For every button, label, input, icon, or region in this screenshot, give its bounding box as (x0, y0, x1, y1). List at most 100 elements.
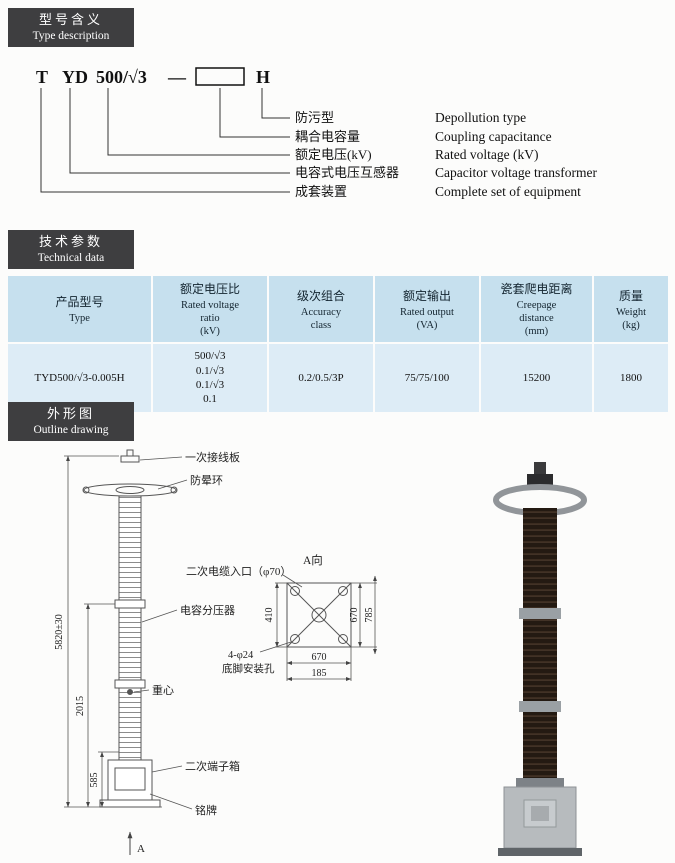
section-header-technical-data: 技术参数 Technical data (8, 230, 134, 270)
designation-labels-zh: 防污型 耦合电容量 额定电压(kV) 电容式电压互感器 成套装置 (295, 110, 399, 199)
product-photo (493, 462, 587, 856)
designation-connector-lines (40, 88, 290, 193)
label-capacitance-en: Coupling capacitance (435, 129, 552, 144)
dim-785: 785 (364, 608, 375, 623)
label-primary-terminal: 一次接线板 (185, 450, 240, 464)
dim-base-height: 585 (89, 773, 100, 788)
label-voltage-zh: 额定电压(kV) (295, 147, 372, 162)
cell-voltage-ratio: 500/√3 0.1/√3 0.1/√3 0.1 (153, 344, 267, 412)
dim-185: 185 (312, 668, 327, 679)
label-depollution-zh: 防污型 (295, 110, 334, 125)
photo-base-plate (498, 848, 582, 856)
view-a-dimension-lines (275, 575, 377, 681)
designation-blank-box (195, 67, 245, 86)
label-secondary-terminal-box: 二次端子箱 (185, 759, 240, 773)
cell-value: 0.2/0.5/3P (298, 371, 344, 384)
code-part-dash: — (167, 67, 187, 87)
dim-670-bottom: 670 (312, 652, 327, 663)
outline-drawing-area: 一次接线板 防晕环 电容分压器 重心 二次端子箱 铭牌 5820±30 2015… (54, 449, 587, 856)
view-a-arrow: A (127, 831, 145, 855)
photo-insulator-bottom (523, 712, 557, 778)
header-line: Accuracy (300, 306, 342, 318)
section-title-en: Type description (32, 29, 110, 42)
code-part-t: T (36, 67, 48, 87)
label-set-zh: 成套装置 (295, 184, 347, 199)
header-line: Rated output (400, 306, 454, 318)
label-depollution-en: Depollution type (435, 110, 526, 125)
dim-670-right: 670 (349, 608, 360, 623)
header-line: 额定电压比 (179, 282, 240, 296)
header-line: 额定输出 (402, 288, 451, 303)
label-mount-holes-name: 底脚安装孔 (222, 662, 275, 675)
header-line: (kV) (200, 326, 220, 338)
cable-entry-leader (282, 574, 303, 588)
cell-creepage-distance: 15200 (481, 344, 592, 412)
cell-accuracy-class: 0.2/0.5/3P (269, 344, 373, 412)
label-corona-ring: 防晕环 (190, 473, 223, 487)
label-capacitance-zh: 耦合电容量 (295, 129, 360, 144)
col-header-weight: 质量 Weight (kg) (594, 276, 668, 343)
header-line: (mm) (524, 326, 549, 338)
section-title-en: Outline drawing (33, 423, 109, 436)
col-header-type: 产品型号 Type (8, 276, 151, 343)
cell-value: 0.1 (203, 393, 217, 406)
section-title-en: Technical data (37, 251, 105, 264)
photo-insulator-top (523, 508, 557, 608)
header-line: (kg) (622, 319, 640, 331)
photo-insulator-mid (523, 619, 557, 701)
col-header-rated-output: 额定输出 Rated output (VA) (375, 276, 479, 343)
type-designation-diagram: T YD 500/√3 — H 防污型 耦合电容量 额定电压(kV) 电容式电压… (36, 67, 597, 199)
section-title-zh: 外形图 (46, 406, 95, 421)
code-part-yd: YD (62, 67, 88, 87)
label-cvt-en: Capacitor voltage transformer (435, 165, 597, 180)
code-part-h: H (256, 67, 270, 87)
header-line: Rated voltage (180, 300, 240, 311)
label-capacitor-divider: 电容分压器 (180, 603, 235, 617)
designation-labels-en: Depollution type Coupling capacitance Ra… (435, 110, 597, 199)
transformer-outline-drawing (82, 449, 178, 808)
section-title-zh: 型号含义 (38, 12, 103, 27)
dim-410: 410 (264, 608, 275, 623)
dim-total-height: 5820±30 (54, 614, 65, 650)
header-line: distance (519, 313, 554, 325)
designation-code: T YD 500/√3 — H (36, 67, 270, 87)
label-center-of-gravity: 重心 (152, 683, 174, 697)
cell-value: 0.1/√3 (195, 364, 225, 377)
section-header-outline-drawing: 外形图 Outline drawing (8, 402, 134, 442)
label-nameplate: 铭牌 (195, 803, 217, 817)
code-part-voltage: 500/√3 (96, 67, 147, 87)
label-cable-entry: 二次电缆入口（φ70） (186, 564, 291, 578)
cell-value: 0.1/√3 (195, 378, 225, 391)
view-a-title: A向 (303, 553, 323, 567)
cell-value: TYD500/√3-0.005H (34, 371, 125, 384)
section-title-zh: 技术参数 (38, 234, 103, 249)
header-line: 产品型号 (55, 295, 104, 310)
header-line: (VA) (416, 319, 438, 331)
section-header-type-description: 型号含义 Type description (8, 8, 134, 48)
mount-hole-labels: 4-φ24 底脚安装孔 (222, 650, 275, 675)
header-line: Creepage (516, 300, 557, 311)
cell-value: 1800 (620, 371, 642, 384)
header-line: 质量 (618, 288, 643, 303)
view-a-dimension-texts: 410 670 785 670 185 (264, 608, 375, 680)
header-line: ratio (200, 313, 220, 325)
cell-value: 500/√3 (194, 350, 226, 363)
label-mount-holes-spec: 4-φ24 (228, 650, 254, 661)
col-header-rated-voltage-ratio: 额定电压比 Rated voltage ratio (kV) (153, 276, 267, 343)
label-set-en: Complete set of equipment (435, 184, 581, 199)
cell-rated-output: 75/75/100 (375, 344, 479, 412)
cell-value: 75/75/100 (404, 371, 450, 384)
outline-dimension-lines (64, 455, 162, 808)
header-line: 级次组合 (296, 288, 345, 303)
col-header-creepage-distance: 瓷套爬电距离 Creepage distance (mm) (481, 276, 592, 343)
header-line: Type (69, 313, 90, 325)
view-a-drawing (286, 582, 352, 648)
label-cvt-zh: 电容式电压互感器 (295, 165, 399, 180)
center-of-gravity-mark (127, 689, 133, 695)
cell-value: 15200 (522, 371, 551, 384)
technical-data-table: 产品型号 Type 额定电压比 Rated voltage ratio (kV)… (8, 276, 668, 412)
dim-lower-height: 2015 (75, 696, 86, 716)
cell-product-type: TYD500/√3-0.005H (8, 344, 151, 412)
cell-weight: 1800 (594, 344, 668, 412)
